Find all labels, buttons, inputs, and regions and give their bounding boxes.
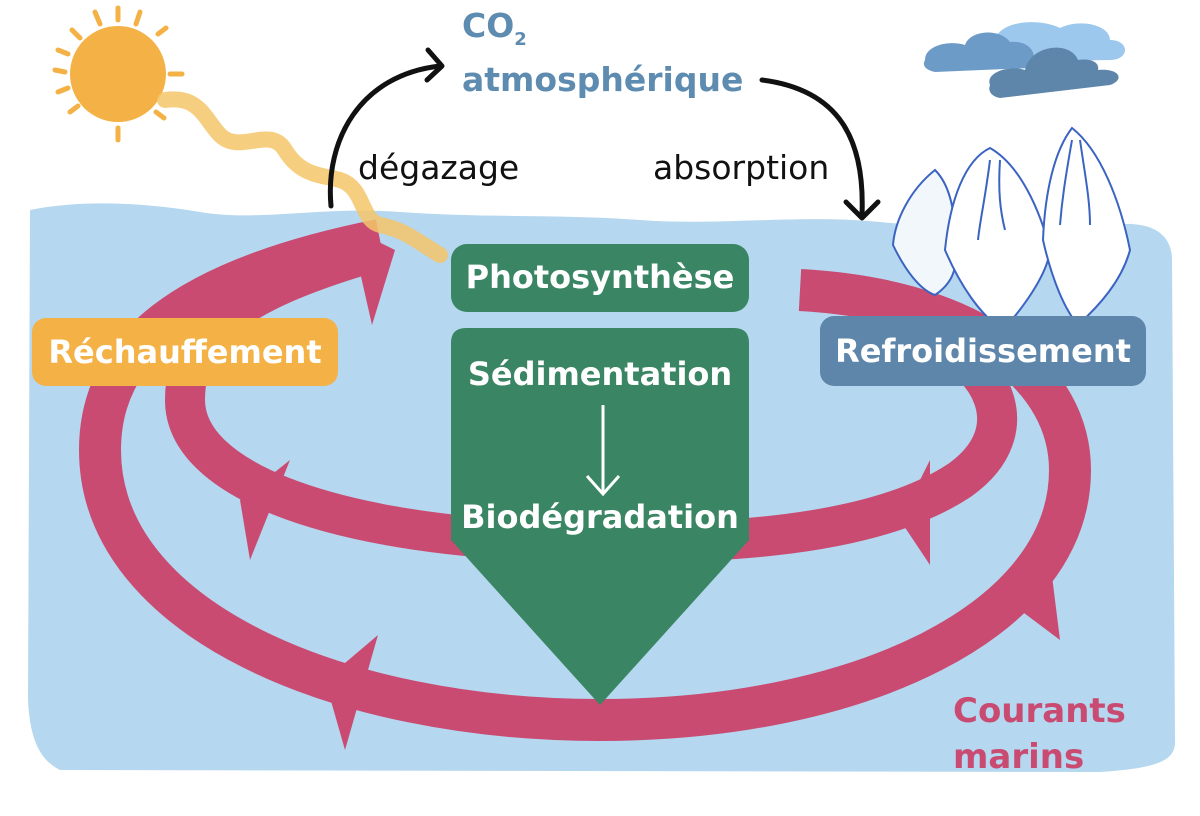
co2-atmospheric-text: atmosphérique: [462, 60, 744, 99]
ocean-currents-label: Courants marins: [953, 688, 1126, 780]
warming-box: Réchauffement: [32, 318, 338, 386]
degassing-arrow: [327, 63, 443, 209]
sedimentation-arrowhead: [585, 475, 621, 497]
absorption-arrowhead: [843, 199, 881, 221]
photosynthesis-label: Photosynthèse: [465, 258, 735, 296]
sedimentation-pentagon: [451, 328, 749, 705]
cooling-box: Refroidissement: [820, 316, 1146, 386]
sedimentation-label: Sédimentation: [467, 355, 733, 393]
currents-line2: marins: [953, 737, 1085, 777]
co2-formula: CO: [462, 6, 515, 45]
current-arrowhead: [900, 460, 930, 565]
current-arrowhead: [350, 228, 395, 325]
degassing-label: dégazage: [358, 148, 520, 187]
co2-subscript: 2: [514, 29, 527, 50]
absorption-label: absorption: [653, 148, 830, 187]
wavy-sunray: [157, 91, 448, 263]
currents-line1: Courants: [953, 691, 1126, 731]
sun-icon: [52, 5, 185, 143]
co2-atmospheric-label: CO2 atmosphérique: [462, 6, 743, 100]
current-arrowhead: [325, 635, 378, 750]
biodegradation-label: Biodégradation: [461, 498, 739, 536]
absorption-arrow: [759, 77, 865, 218]
iceberg-icon: [891, 126, 1132, 332]
cloud-icon: [923, 22, 1125, 98]
photosynthesis-box: [451, 244, 749, 312]
current-arrowhead: [1020, 560, 1060, 640]
degassing-arrowhead: [424, 47, 445, 83]
current-arrowhead: [240, 460, 290, 560]
